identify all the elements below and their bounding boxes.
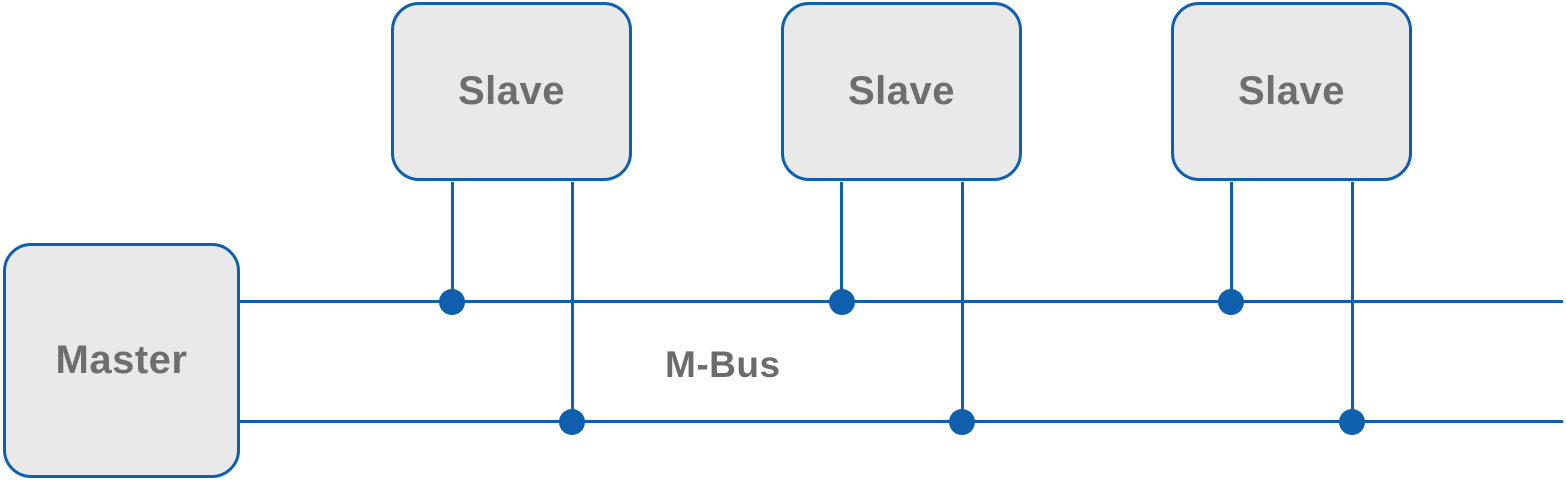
slave-node-1: Slave xyxy=(391,2,632,181)
slave1-lower-drop-line xyxy=(571,182,574,422)
slave-node-1-label: Slave xyxy=(457,69,566,113)
slave-node-3: Slave xyxy=(1171,2,1412,181)
junction-dot-slave1-lower xyxy=(559,409,585,435)
junction-dot-slave2-lower xyxy=(949,409,975,435)
junction-dot-slave1-upper xyxy=(439,289,465,315)
slave1-upper-drop-line xyxy=(451,182,454,302)
master-node-label: Master xyxy=(55,338,188,382)
slave-node-2: Slave xyxy=(781,2,1022,181)
junction-dot-slave3-lower xyxy=(1339,409,1365,435)
bus-label: M-Bus xyxy=(665,344,781,385)
slave3-lower-drop-line xyxy=(1351,182,1354,422)
lower-bus-line xyxy=(240,420,1563,423)
slave2-upper-drop-line xyxy=(840,182,843,302)
slave-node-3-label: Slave xyxy=(1237,69,1346,113)
junction-dot-slave2-upper xyxy=(829,289,855,315)
slave3-upper-drop-line xyxy=(1230,182,1233,302)
slave-node-2-label: Slave xyxy=(847,69,956,113)
slave2-lower-drop-line xyxy=(961,182,964,422)
junction-dot-slave3-upper xyxy=(1218,289,1244,315)
master-node: Master xyxy=(3,243,240,478)
upper-bus-line xyxy=(240,300,1563,303)
